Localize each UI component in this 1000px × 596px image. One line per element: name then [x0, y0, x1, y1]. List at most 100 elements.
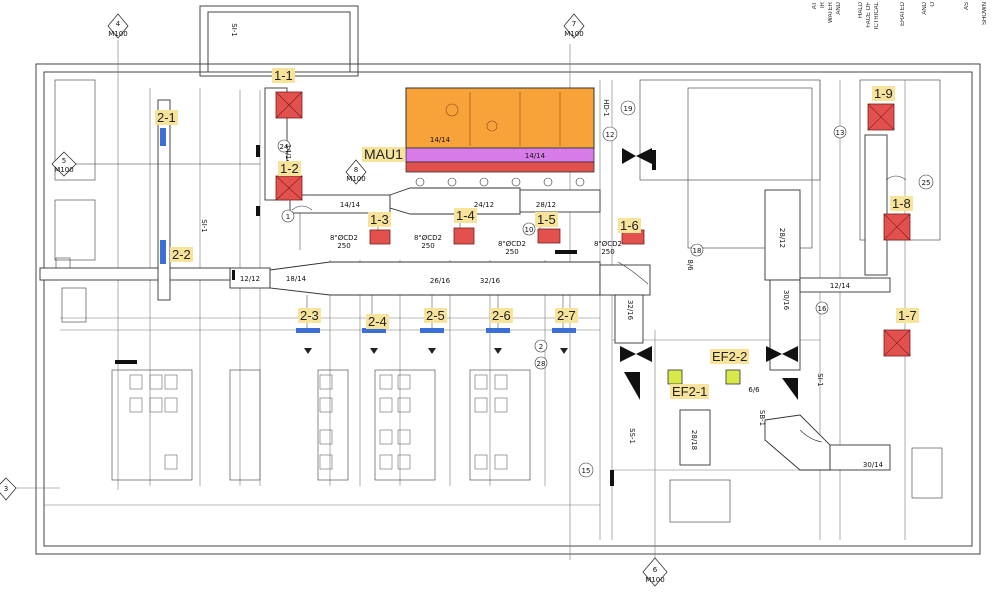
tag-1-3[interactable]: 1-3	[368, 212, 391, 227]
tag-number: 1	[286, 213, 290, 221]
tag-1-1[interactable]: 1-1	[272, 68, 295, 83]
linear-diffuser-2-5	[420, 328, 444, 333]
duct-24x12	[389, 187, 521, 215]
duct-size: 26/16	[430, 277, 451, 285]
tag-number: 18	[693, 247, 702, 255]
grille-1-5	[537, 228, 561, 244]
exterior-wall	[35, 63, 981, 555]
duct-size: 8/6	[686, 259, 694, 271]
duct-size: 24/12	[474, 201, 494, 209]
duct-size: 28/18	[690, 430, 698, 450]
exhaust-fan-ef2-2	[725, 369, 741, 385]
tag-number: 2	[539, 343, 543, 351]
duct-size: 14/14	[340, 201, 361, 209]
duct-size: 32/16	[480, 277, 501, 285]
exhaust-fan-ef2-1	[667, 369, 683, 385]
duct-28x12	[519, 189, 601, 213]
duct-size: 12/12	[240, 275, 260, 283]
grid-sheet: M100	[645, 576, 664, 584]
grid-sheet: M100	[564, 30, 583, 38]
grid-label: 4	[116, 20, 121, 28]
tag-number: 13	[836, 129, 845, 137]
grille-1-3	[369, 229, 391, 245]
grid-sheet: M100	[108, 30, 127, 38]
duct-8-dia	[864, 134, 888, 276]
duct-30x14	[829, 444, 891, 471]
linear-diffuser-2-2	[160, 240, 166, 264]
duct-size: 6/6	[748, 386, 760, 394]
tag-1-6[interactable]: 1-6	[618, 218, 641, 233]
mau1-unit	[405, 87, 595, 149]
diffuser-type: 8"ØCD2	[594, 240, 622, 248]
equipment-label: SI-1	[200, 219, 208, 233]
grid-label: 3	[4, 485, 8, 493]
tag-2-2[interactable]: 2-2	[170, 247, 193, 262]
tag-number: 24	[280, 143, 289, 151]
grid-bubble-4	[107, 13, 129, 39]
grid-bubble-3	[0, 477, 17, 501]
grid-bubble-6	[642, 557, 668, 587]
tag-number: 16	[818, 305, 827, 313]
tag-2-6[interactable]: 2-6	[490, 308, 513, 323]
tag-number: 19	[624, 105, 633, 113]
tag-number: 28	[537, 360, 546, 368]
duct-size: 30/16	[782, 290, 790, 311]
tag-1-7[interactable]: 1-7	[896, 308, 919, 323]
interior-wall	[43, 71, 973, 547]
tag-1-4[interactable]: 1-4	[454, 208, 477, 223]
tag-number: 15	[582, 467, 591, 475]
linear-diffuser-2-4	[362, 328, 386, 333]
north-annex	[199, 5, 359, 77]
tag-2-7[interactable]: 2-7	[555, 308, 578, 323]
diffuser-cfm: 250	[505, 248, 518, 256]
tag-ef2-1[interactable]: EF2-1	[670, 384, 710, 399]
tag-2-5[interactable]: 2-5	[424, 308, 447, 323]
grid-bubble-5	[51, 151, 77, 177]
tag-1-2[interactable]: 1-2	[278, 161, 301, 176]
duct-size: 28/12	[536, 201, 556, 209]
grid-label: 5	[62, 157, 66, 165]
equipment-label: SI-1	[230, 23, 238, 37]
duct-12x12	[39, 267, 231, 281]
tag-1-8[interactable]: 1-8	[890, 196, 913, 211]
equipment-label: SB-1	[758, 410, 766, 426]
equipment-label: SS-1	[628, 428, 636, 444]
mau1-discharge	[405, 161, 595, 173]
diffuser-cfm: 250	[601, 248, 614, 256]
equipment-label: SI-1	[816, 373, 824, 387]
grid-sheet: M100	[54, 166, 73, 174]
equipment-label: HD-1	[602, 99, 610, 117]
tag-2-4[interactable]: 2-4	[366, 314, 389, 329]
duct-size: 18/14	[286, 275, 307, 283]
tag-2-3[interactable]: 2-3	[298, 308, 321, 323]
diffuser-cfm: 250	[337, 242, 350, 250]
grid-label: 7	[572, 20, 576, 28]
duct-size: 32/16	[626, 300, 634, 321]
linear-diffuser-2-1	[160, 128, 166, 146]
linear-diffuser-2-6	[486, 328, 510, 333]
tag-ef2-2[interactable]: EF2-2	[710, 349, 750, 364]
tag-1-9[interactable]: 1-9	[872, 86, 895, 101]
duct-size: 30/14	[863, 461, 884, 469]
duct-12x14	[799, 277, 891, 293]
duct-size: 14/14	[430, 136, 451, 144]
grid-bubble-7	[563, 13, 585, 39]
tag-mau1[interactable]: MAU1	[362, 146, 405, 162]
duct-size: 14/14	[525, 152, 546, 160]
grid-label: 6	[653, 566, 658, 574]
duct-size: 28/12	[778, 228, 786, 248]
section-callout-8	[345, 159, 367, 185]
linear-diffuser-2-7	[552, 328, 576, 333]
diffuser-type: 8"ØCD2	[498, 240, 526, 248]
diffuser-cfm: 250	[421, 242, 434, 250]
diffuser-type: 8"ØCD2	[330, 234, 358, 242]
tag-number: 25	[922, 179, 931, 187]
tag-number: 12	[606, 131, 615, 139]
linear-diffuser-2-3	[296, 328, 320, 333]
tag-1-5[interactable]: 1-5	[535, 212, 558, 227]
tag-2-1[interactable]: 2-1	[155, 110, 178, 125]
duct-size: 14/14	[284, 144, 292, 165]
duct-28x12-east	[764, 189, 801, 281]
diffuser-type: 8"ØCD2	[414, 234, 442, 242]
